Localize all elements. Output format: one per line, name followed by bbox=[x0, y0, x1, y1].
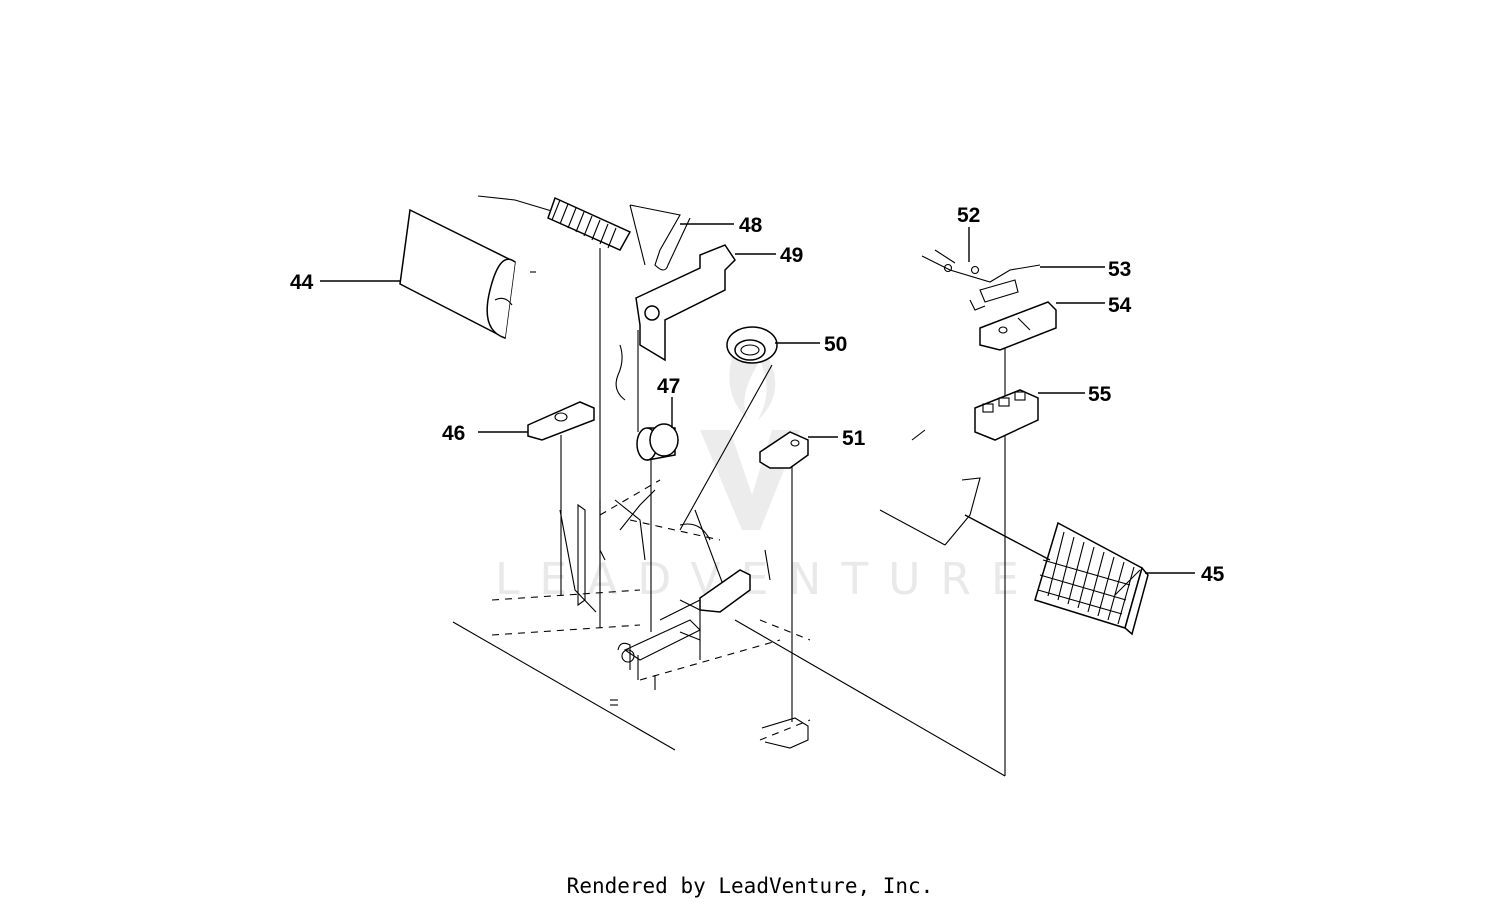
part-44-grip-tube bbox=[399, 208, 536, 340]
callout-46: 46 bbox=[442, 422, 465, 445]
part-51-clip bbox=[759, 431, 809, 469]
callout-52: 52 bbox=[957, 204, 980, 227]
callout-51: 51 bbox=[842, 427, 866, 450]
watermark-text: LEADVENTURE bbox=[495, 554, 1039, 605]
pedal-arm-mechanism bbox=[621, 569, 751, 663]
callout-55: 55 bbox=[1088, 383, 1112, 406]
part-52-53-wire-harness bbox=[921, 249, 1041, 311]
part-45-pedal-pad bbox=[1034, 521, 1149, 636]
part-54-switch-bracket bbox=[979, 301, 1057, 351]
part-46-plate bbox=[527, 401, 595, 441]
callout-44: 44 bbox=[290, 271, 314, 294]
callout-45: 45 bbox=[1201, 563, 1225, 586]
part-49-bracket bbox=[635, 244, 736, 362]
part-47-roller bbox=[636, 423, 679, 461]
leader-lines bbox=[320, 223, 1195, 574]
callout-50: 50 bbox=[824, 333, 847, 356]
callout-54: 54 bbox=[1108, 294, 1132, 317]
part-50-bearing bbox=[726, 326, 778, 364]
callout-labels: 44 45 46 47 48 49 50 51 52 53 54 55 bbox=[290, 204, 1225, 586]
callout-48: 48 bbox=[739, 214, 763, 237]
part-55-block bbox=[974, 389, 1039, 441]
callout-49: 49 bbox=[780, 244, 803, 267]
extension-spring bbox=[477, 195, 632, 251]
frame-linework bbox=[452, 248, 1006, 777]
watermark: LEADVENTURE bbox=[495, 330, 1039, 605]
footer-credit: Rendered by LeadVenture, Inc. bbox=[566, 874, 934, 898]
callout-47: 47 bbox=[657, 375, 680, 398]
callout-53: 53 bbox=[1108, 258, 1131, 281]
leader-45-pointer bbox=[964, 514, 1051, 561]
part-48-torsion-spring bbox=[629, 204, 691, 271]
